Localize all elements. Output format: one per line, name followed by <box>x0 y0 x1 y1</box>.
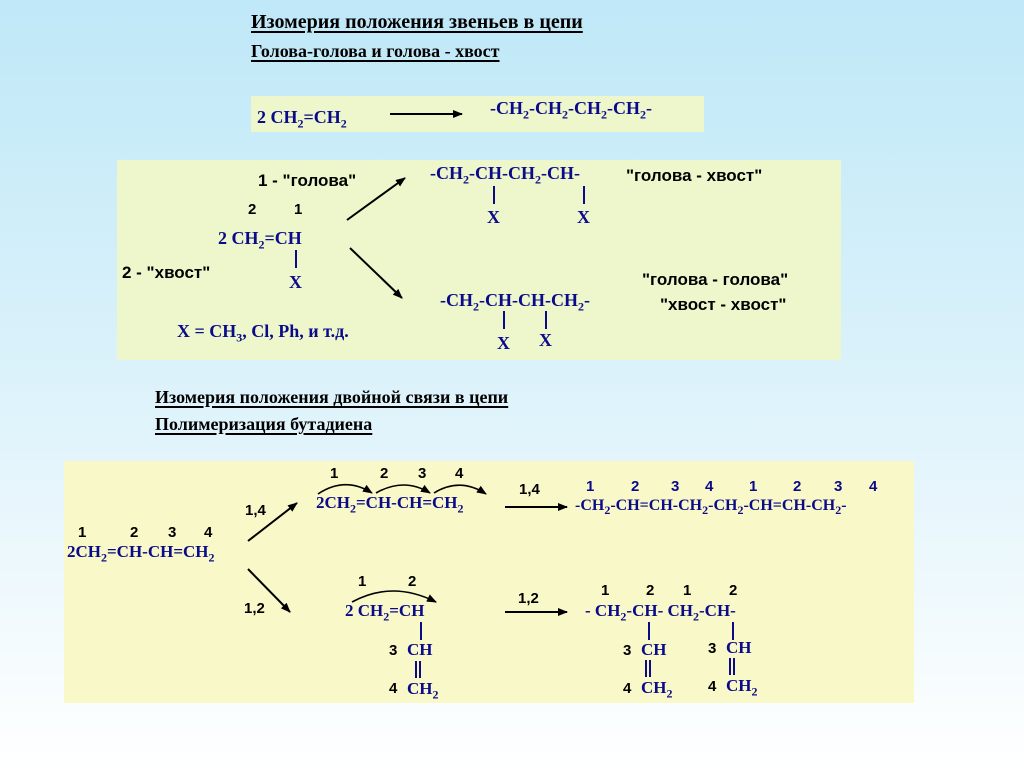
int12-num-2: 2 <box>408 573 417 590</box>
head-tail-label: "голова - хвост" <box>626 166 763 185</box>
ht-bond-line-1 <box>493 186 495 204</box>
int12-ch: CH <box>407 640 433 659</box>
head-label: 1 - "голова" <box>258 171 357 190</box>
arrow-route-12 <box>247 568 291 613</box>
monomer-bond-line <box>295 250 297 268</box>
p14-num-3b: 3 <box>834 478 843 495</box>
int12-bond-line <box>420 622 422 640</box>
p12-num-1b: 1 <box>683 582 692 599</box>
section1-title: Изомерия положения звеньев в цепи <box>251 11 583 33</box>
arrow-head-tail <box>346 177 406 221</box>
ht-x-2: X <box>577 207 590 227</box>
butadiene-num-3: 3 <box>168 524 177 541</box>
head-head-label: "голова - голова" <box>642 270 789 289</box>
p14-num-2a: 2 <box>631 478 640 495</box>
int14-num-3: 3 <box>418 465 427 482</box>
ht-bond-line-2 <box>583 186 585 204</box>
route-12-label: 1,2 <box>244 600 265 617</box>
curved-arrow-12 <box>351 590 437 603</box>
ethylene-product: -CH2-CH2-CH2-CH2- <box>490 98 652 122</box>
p12-num-4b: 4 <box>708 678 717 695</box>
p14-num-2b: 2 <box>793 478 802 495</box>
int14-num-1: 1 <box>330 465 339 482</box>
butadiene-num-1: 1 <box>78 524 87 541</box>
p12-ch-2: CH <box>726 638 752 657</box>
curved-arrow-14-b <box>375 484 431 494</box>
int14-num-2: 2 <box>380 465 389 482</box>
vinyl-monomer: 2 CH2=CH <box>218 228 302 252</box>
p12-num-1a: 1 <box>601 582 610 599</box>
p12-bond-line-1 <box>648 622 650 640</box>
intermediate-12: 2 CH2=CH <box>345 601 425 624</box>
ethylene-reactant: 2 CH2=CH2 <box>257 107 347 131</box>
p14-num-4a: 4 <box>705 478 714 495</box>
p12-double-bond-2 <box>729 658 735 675</box>
curved-arrow-14-c <box>433 484 487 495</box>
p12-num-2a: 2 <box>646 582 655 599</box>
route-14-label: 1,4 <box>245 502 266 519</box>
p14-num-1a: 1 <box>586 478 595 495</box>
section2-subtitle: Полимеризация бутадиена <box>155 414 373 434</box>
int12-num-3: 3 <box>389 642 398 659</box>
p14-num-1b: 1 <box>749 478 758 495</box>
product-12: - CH2-CH- CH2-CH- <box>585 601 736 624</box>
section2-title: Изомерия положения двойной связи в цепи <box>155 387 509 407</box>
position-1-number: 1 <box>294 201 303 218</box>
ht-x-1: X <box>487 207 500 227</box>
tail-tail-label: "хвост - хвост" <box>660 295 787 314</box>
p12-num-3b: 3 <box>708 640 717 657</box>
p12-ch2-1: CH2 <box>641 678 673 701</box>
ethylene-panel: 2 CH2=CH2 -CH2-CH2-CH2-CH2- <box>251 96 704 132</box>
p14-num-4b: 4 <box>869 478 878 495</box>
p12-bond-line-2 <box>732 622 734 640</box>
head-tail-product: -CH2-CH-CH2-CH- <box>430 163 580 187</box>
butadiene-num-4: 4 <box>204 524 213 541</box>
product-14: -CH2-CH=CH-CH2-CH2-CH=CH-CH2- <box>575 497 847 518</box>
step-12-label: 1,2 <box>518 590 539 607</box>
p12-ch2-2: CH2 <box>726 676 758 699</box>
hh-bond-line-2 <box>545 311 547 329</box>
arrow-route-14 <box>247 502 298 542</box>
monomer-substituent-x: X <box>289 272 302 292</box>
int12-double-bond <box>415 661 421 678</box>
tail-label: 2 - "хвост" <box>122 263 211 282</box>
position-2-number: 2 <box>248 201 257 218</box>
section1-subtitle: Голова-голова и голова - хвост <box>251 41 500 61</box>
p12-ch-1: CH <box>641 640 667 659</box>
head-tail-panel <box>117 160 841 360</box>
butadiene-reactant: 2CH2=CH-CH=CH2 <box>67 542 215 565</box>
arrow-head-head <box>349 247 403 299</box>
int12-num-1: 1 <box>358 573 367 590</box>
p12-num-2b: 2 <box>729 582 738 599</box>
int12-num-4: 4 <box>389 680 398 697</box>
int12-ch2: CH2 <box>407 679 439 702</box>
curved-arrow-14-a <box>317 483 373 495</box>
int14-num-4: 4 <box>455 465 464 482</box>
butadiene-panel <box>64 461 914 703</box>
step-14-label: 1,4 <box>519 481 540 498</box>
head-head-product: -CH2-CH-CH-CH2- <box>440 290 590 314</box>
intermediate-14: 2CH2=CH-CH=CH2 <box>316 493 464 516</box>
p14-num-3a: 3 <box>671 478 680 495</box>
x-definition: X = CH3, Cl, Ph, и т.д. <box>177 321 349 345</box>
butadiene-num-2: 2 <box>130 524 139 541</box>
p12-double-bond-1 <box>645 660 651 677</box>
hh-x-1: X <box>497 333 510 353</box>
hh-bond-line-1 <box>503 311 505 329</box>
hh-x-2: X <box>539 330 552 350</box>
p12-num-3a: 3 <box>623 642 632 659</box>
p12-num-4a: 4 <box>623 680 632 697</box>
